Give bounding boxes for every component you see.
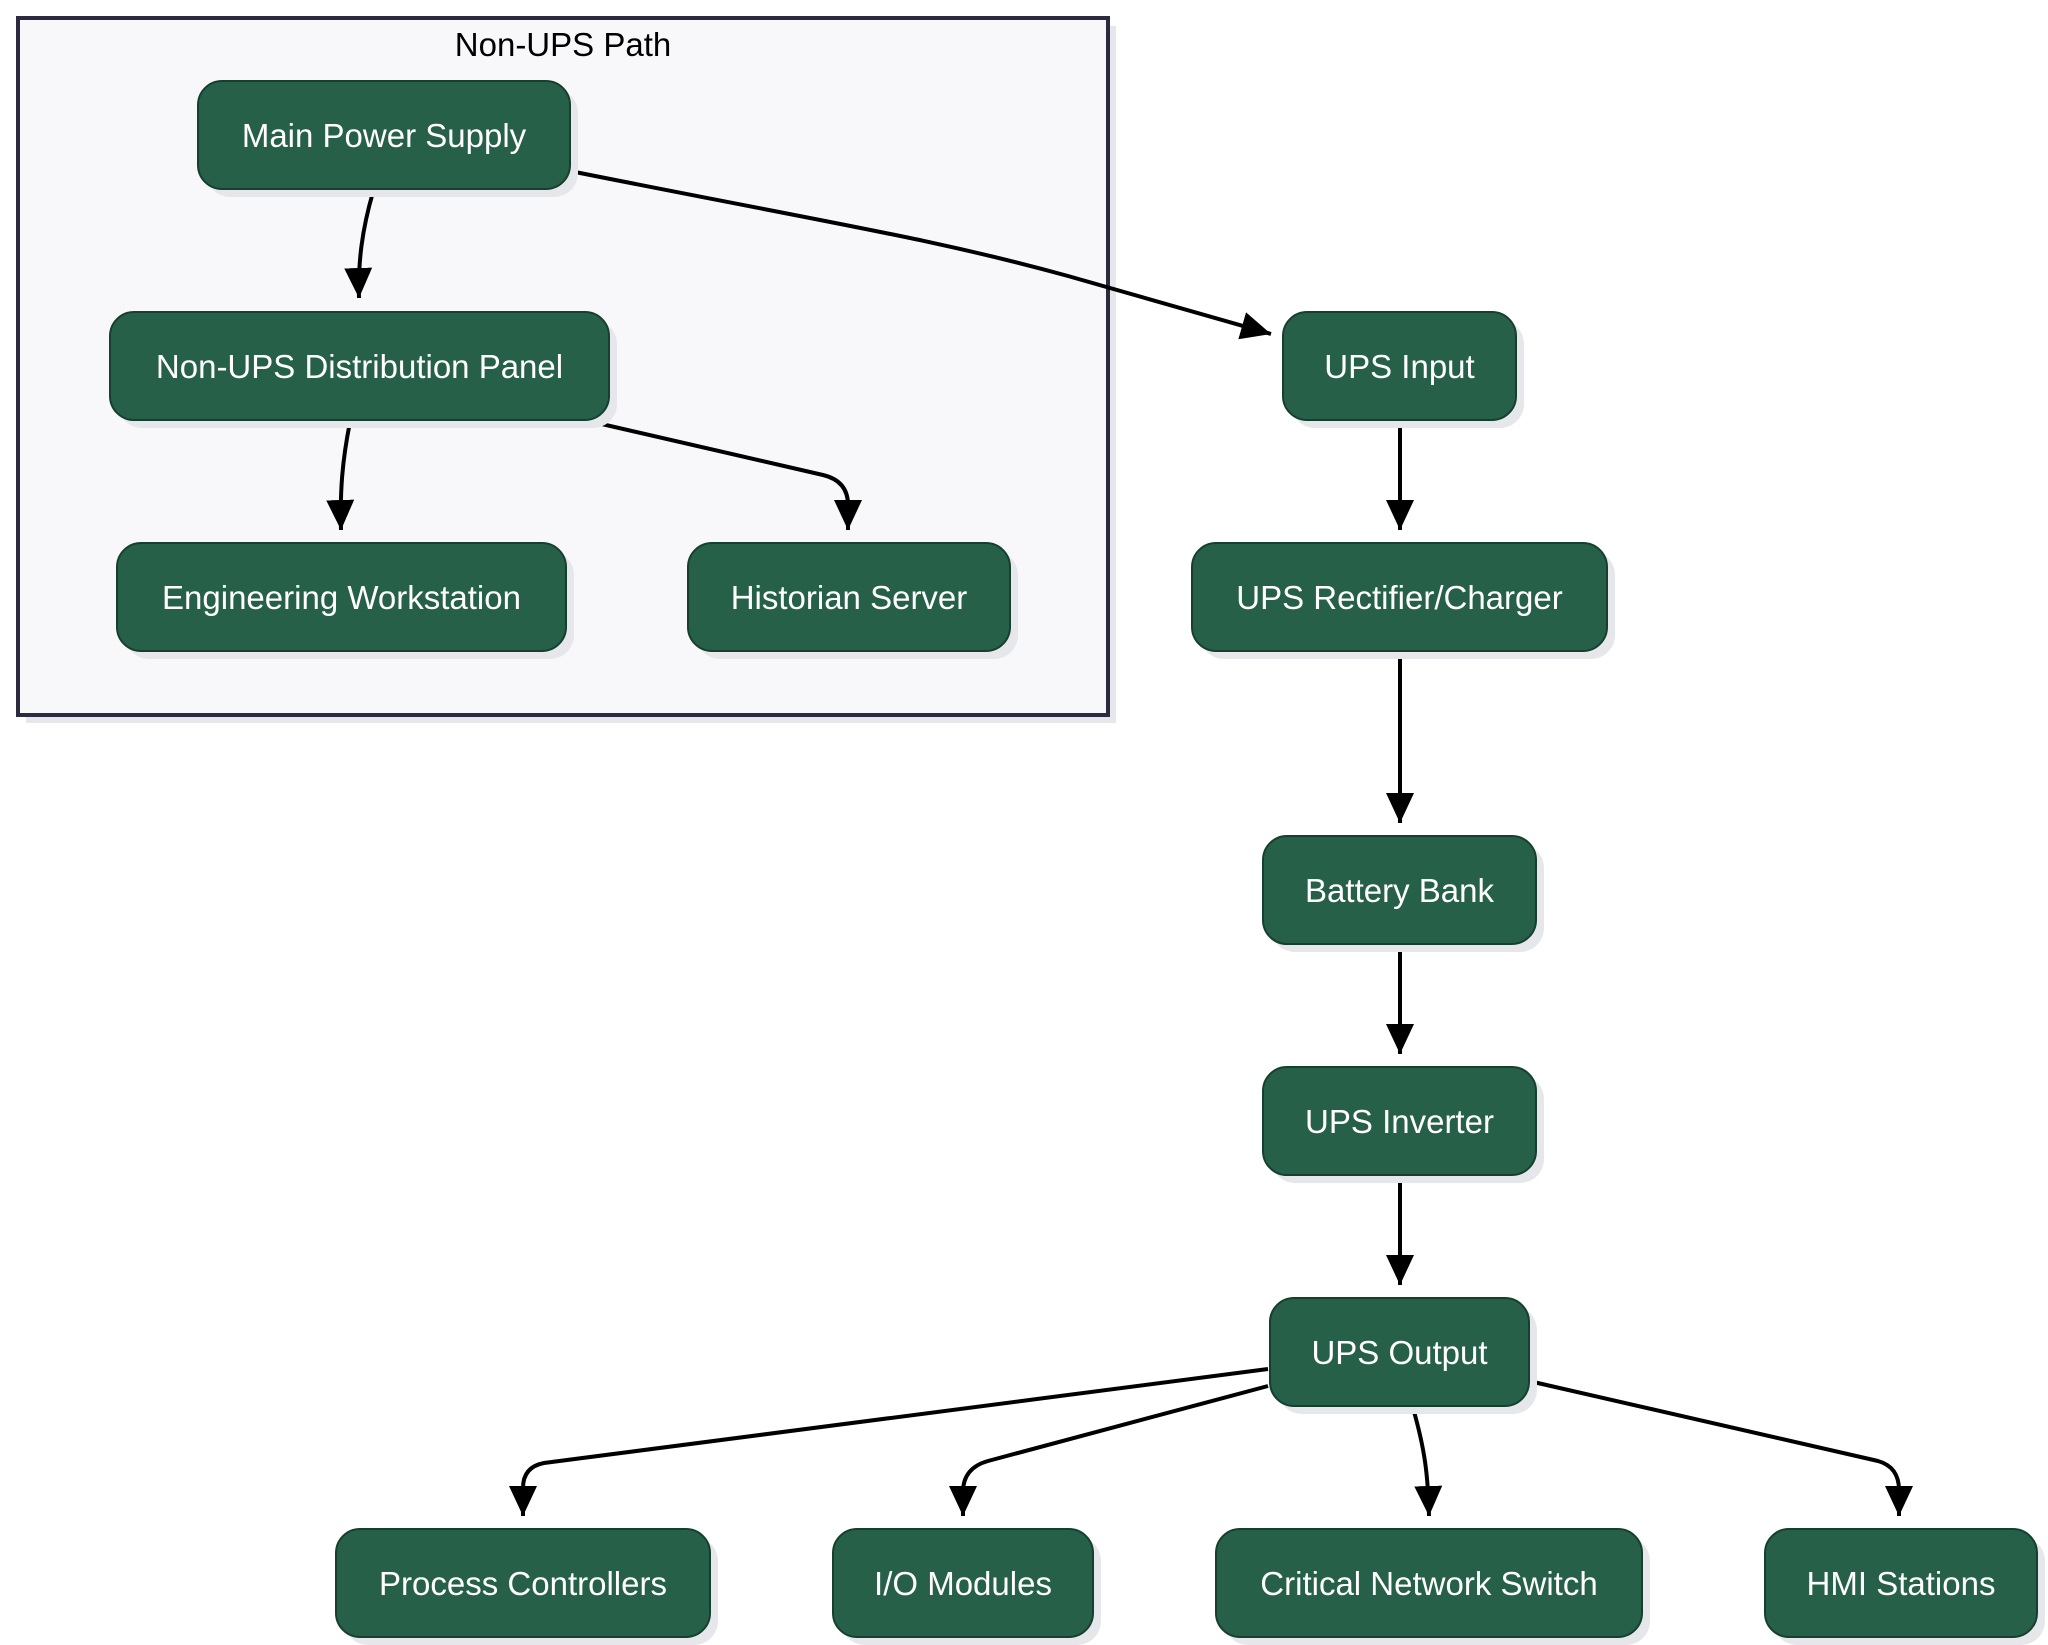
- node-label-eng-ws: Engineering Workstation: [162, 579, 521, 616]
- node-io-modules[interactable]: I/O Modules: [832, 1528, 1101, 1645]
- node-historian[interactable]: Historian Server: [687, 542, 1018, 659]
- node-box: [116, 542, 567, 652]
- node-ups-inverter[interactable]: UPS Inverter: [1262, 1066, 1544, 1183]
- node-label-ups-output: UPS Output: [1311, 1334, 1487, 1371]
- node-label-ups-inverter: UPS Inverter: [1305, 1103, 1494, 1140]
- edge-ups-output-to-hmi: [1528, 1379, 1913, 1516]
- node-box: [1764, 1528, 2038, 1638]
- node-label-historian: Historian Server: [731, 579, 968, 616]
- node-box: [687, 542, 1011, 652]
- edge-main-power-to-non-ups-panel: [344, 191, 375, 299]
- node-box: [1215, 1528, 1643, 1638]
- edge-main-power-to-ups-input: [569, 169, 1272, 340]
- node-box: [1262, 835, 1537, 945]
- node-label-ups-rectifier: UPS Rectifier/Charger: [1236, 579, 1562, 616]
- node-box: [109, 311, 610, 421]
- node-box: [1282, 311, 1517, 421]
- node-box: [1262, 1066, 1537, 1176]
- node-label-main-power: Main Power Supply: [242, 117, 527, 154]
- node-box: [197, 80, 571, 190]
- node-label-ups-input: UPS Input: [1324, 348, 1474, 385]
- edges-layer: [326, 169, 1913, 1517]
- edge-non-ups-panel-to-eng-ws: [326, 421, 355, 531]
- node-ups-rectifier[interactable]: UPS Rectifier/Charger: [1191, 542, 1615, 659]
- node-eng-ws[interactable]: Engineering Workstation: [116, 542, 574, 659]
- node-non-ups-panel[interactable]: Non-UPS Distribution Panel: [109, 311, 617, 428]
- node-process-ctrl[interactable]: Process Controllers: [335, 1528, 718, 1645]
- node-main-power[interactable]: Main Power Supply: [197, 80, 578, 197]
- edge-non-ups-panel-to-historian: [592, 420, 862, 530]
- node-box: [832, 1528, 1094, 1638]
- node-label-hmi: HMI Stations: [1807, 1565, 1996, 1602]
- edge-ups-output-to-net-switch: [1411, 1407, 1443, 1517]
- node-label-io-modules: I/O Modules: [874, 1565, 1052, 1602]
- node-battery-bank[interactable]: Battery Bank: [1262, 835, 1544, 952]
- node-label-net-switch: Critical Network Switch: [1260, 1565, 1597, 1602]
- node-ups-output[interactable]: UPS Output: [1269, 1297, 1537, 1414]
- edge-ups-output-to-io-modules: [949, 1384, 1269, 1516]
- node-label-battery-bank: Battery Bank: [1305, 872, 1494, 909]
- edge-ups-output-to-process-ctrl: [509, 1367, 1269, 1516]
- node-box: [1269, 1297, 1530, 1407]
- node-box: [1191, 542, 1608, 652]
- node-ups-input[interactable]: UPS Input: [1282, 311, 1524, 428]
- group-label-non-ups-path: Non-UPS Path: [455, 26, 671, 63]
- node-net-switch[interactable]: Critical Network Switch: [1215, 1528, 1650, 1645]
- node-hmi[interactable]: HMI Stations: [1764, 1528, 2045, 1645]
- node-label-process-ctrl: Process Controllers: [379, 1565, 667, 1602]
- node-label-non-ups-panel: Non-UPS Distribution Panel: [156, 348, 563, 385]
- node-box: [335, 1528, 711, 1638]
